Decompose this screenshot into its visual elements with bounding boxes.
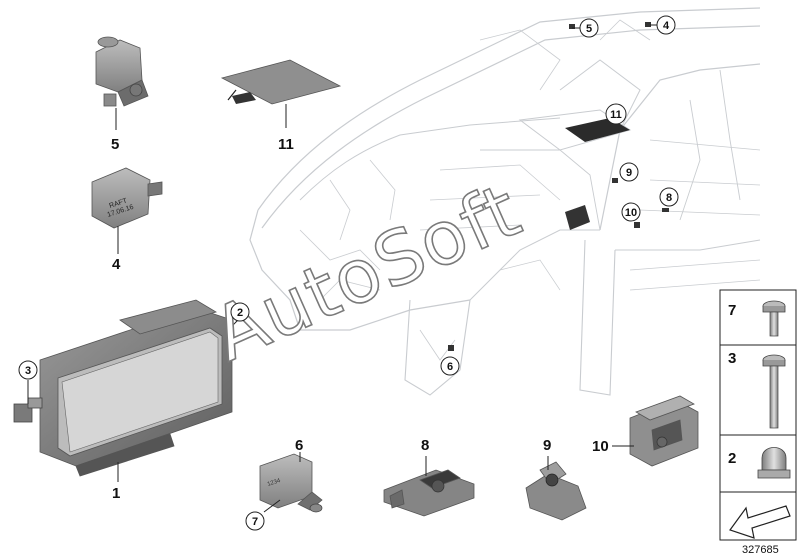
direction-arrow-icon (729, 505, 791, 539)
svg-text:8: 8 (666, 192, 672, 204)
svg-text:2: 2 (237, 307, 243, 319)
bolt-long-icon (762, 354, 786, 429)
svg-text:4: 4 (663, 20, 670, 32)
part-4-labelled-sensor[interactable]: RAFT 17.06.16 (91, 167, 163, 229)
cap-nut-icon (757, 447, 791, 479)
circled-callout-4: 4 (656, 15, 676, 35)
circled-callout-9: 9 (619, 162, 639, 182)
circled-callout-8: 8 (659, 187, 679, 207)
callout-1: 1 (112, 485, 120, 502)
circled-callout-11: 11 (605, 103, 627, 125)
part-1-control-unit[interactable] (13, 299, 233, 477)
callout-8: 8 (421, 437, 429, 454)
svg-text:3: 3 (25, 365, 31, 377)
circled-callout-5: 5 (579, 18, 599, 38)
circled-callout-7: 7 (245, 511, 265, 531)
svg-text:11: 11 (610, 109, 622, 121)
part-10-clip[interactable] (629, 395, 699, 467)
circled-callout-10: 10 (621, 202, 641, 222)
part-9-bracket[interactable] (525, 461, 587, 521)
part-11-flat-module[interactable] (220, 59, 342, 105)
legend-number-3: 3 (728, 350, 736, 367)
svg-text:6: 6 (447, 361, 453, 373)
callout-10: 10 (592, 438, 609, 455)
svg-text:5: 5 (586, 23, 592, 35)
legend-number-2: 2 (728, 450, 736, 467)
callout-11: 11 (278, 136, 294, 153)
callout-9: 9 (543, 437, 551, 454)
svg-text:7: 7 (252, 516, 258, 528)
circled-callout-6: 6 (440, 356, 460, 376)
fastener-legend (719, 289, 797, 541)
svg-text:1234: 1234 (267, 478, 282, 488)
callout-5: 5 (111, 136, 119, 153)
part-5-sensor[interactable] (95, 36, 149, 107)
drawing-number: 327685 (742, 544, 779, 556)
circled-callout-3: 3 (18, 360, 38, 380)
watermark: AutoSoft (200, 167, 533, 378)
legend-number-7: 7 (728, 302, 736, 319)
callout-4: 4 (112, 256, 121, 273)
callout-6: 6 (295, 437, 303, 454)
circled-callout-2: 2 (230, 302, 250, 322)
part-8-bracket[interactable] (383, 469, 475, 517)
svg-text:9: 9 (626, 167, 632, 179)
screw-short-icon (762, 300, 786, 337)
part-6-sensor[interactable]: 1234 (259, 453, 323, 513)
svg-text:10: 10 (625, 207, 637, 219)
installed-bracket-markers (448, 22, 669, 351)
